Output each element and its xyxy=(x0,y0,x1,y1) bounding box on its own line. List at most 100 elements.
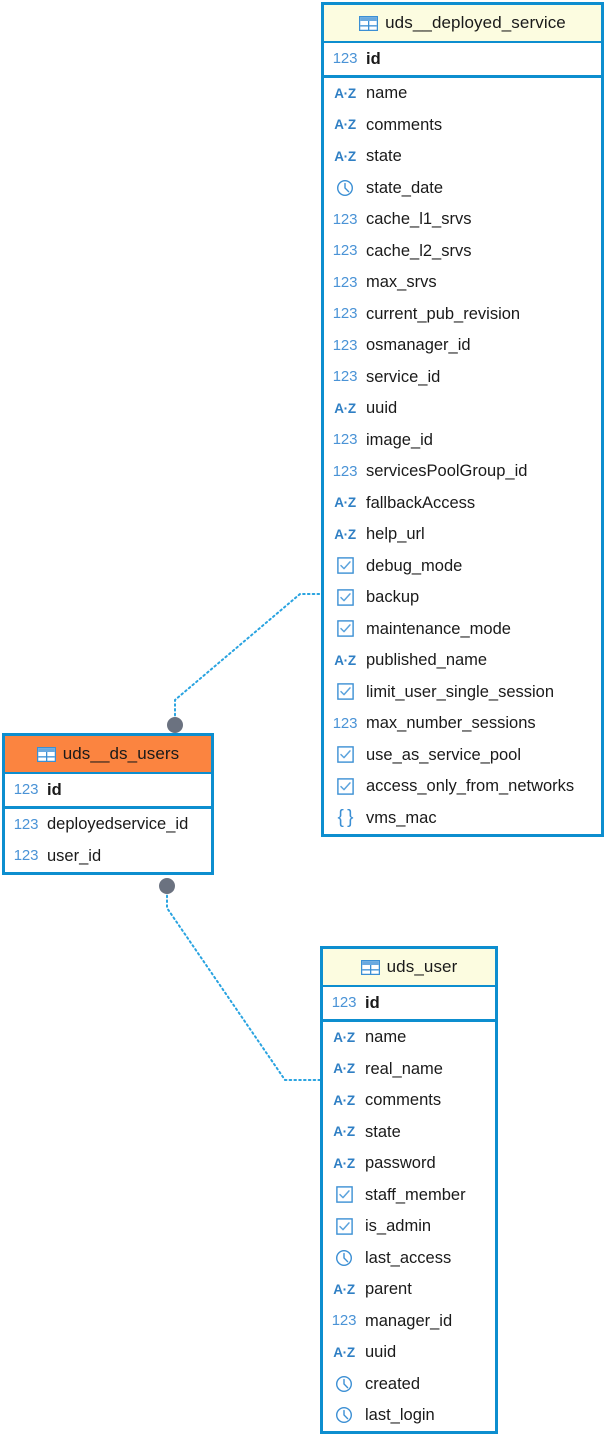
relationship-endpoint-dot xyxy=(159,878,175,894)
table-name: uds__ds_users xyxy=(62,744,180,763)
field-row[interactable]: 123 current_pub_revision xyxy=(324,298,601,330)
text-az-icon: A·Z xyxy=(334,526,356,542)
checkbox-icon xyxy=(331,1216,357,1236)
field-row[interactable]: backup xyxy=(324,582,601,614)
field-name: comments xyxy=(366,115,443,134)
text-az-icon: A·Z xyxy=(334,400,356,416)
field-name: backup xyxy=(366,588,420,606)
field-name: fallbackAccess xyxy=(366,493,476,512)
field-name: service_id xyxy=(366,367,441,386)
checkbox-icon xyxy=(332,682,358,702)
number-123-icon: 123 xyxy=(13,847,39,865)
field-name: id xyxy=(47,780,62,799)
field-name: access_only_from_networks xyxy=(366,777,575,795)
text-az-icon: A·Z xyxy=(334,148,356,164)
relationship-ds_users-to-deployed_service xyxy=(167,593,323,733)
field-row[interactable]: maintenance_mode xyxy=(324,613,601,645)
field-name: help_url xyxy=(366,525,425,543)
field-name: published_name xyxy=(366,651,488,669)
number-123-icon: 123 xyxy=(332,368,358,386)
field-name: state xyxy=(366,147,402,165)
field-row[interactable]: last_login xyxy=(323,1400,495,1432)
number-123-icon: 123 xyxy=(13,781,39,799)
field-row[interactable]: { }vms_mac xyxy=(324,802,601,834)
field-name: last_access xyxy=(365,1248,452,1267)
field-name: manager_id xyxy=(365,1311,453,1330)
checkbox-icon xyxy=(332,556,358,576)
clock-icon xyxy=(332,178,358,198)
field-name: osmanager_id xyxy=(366,336,471,354)
field-row[interactable]: staff_member xyxy=(323,1179,495,1211)
field-name: cache_l1_srvs xyxy=(366,210,472,228)
field-name: maintenance_mode xyxy=(366,619,511,638)
field-row[interactable]: state_date xyxy=(324,172,601,204)
field-name: current_pub_revision xyxy=(366,304,521,323)
field-name: name xyxy=(366,84,408,102)
field-row[interactable]: A·Z published_name xyxy=(324,645,601,677)
field-name: uuid xyxy=(365,1343,397,1361)
field-row[interactable]: 123 deployedservice_id xyxy=(5,809,211,841)
field-row[interactable]: use_as_service_pool xyxy=(324,739,601,771)
field-row[interactable]: A·Z help_url xyxy=(324,519,601,551)
field-row[interactable]: access_only_from_networks xyxy=(324,771,601,803)
field-row[interactable]: A·Z uuid xyxy=(323,1337,495,1369)
text-az-icon: A·Z xyxy=(333,1092,355,1108)
clock-icon xyxy=(331,1248,357,1268)
table-header[interactable]: uds_user xyxy=(323,949,495,987)
field-row[interactable]: created xyxy=(323,1368,495,1400)
field-row[interactable]: 123 service_id xyxy=(324,361,601,393)
field-row[interactable]: A·Z state xyxy=(324,141,601,173)
number-123-icon: 123 xyxy=(13,815,39,833)
number-123-icon: 123 xyxy=(332,431,358,449)
field-row[interactable]: debug_mode xyxy=(324,550,601,582)
field-row[interactable]: 123 max_number_sessions xyxy=(324,708,601,740)
er-table-uds--ds-users[interactable]: uds__ds_users 123 id 123 deployedservice_i… xyxy=(2,733,214,875)
number-123-icon: 123 xyxy=(332,462,358,480)
field-name: cache_l2_srvs xyxy=(366,241,472,260)
primary-key-row[interactable]: 123 id xyxy=(5,774,211,806)
field-row[interactable]: is_admin xyxy=(323,1211,495,1243)
text-az-icon: A·Z xyxy=(333,1124,355,1139)
number-123-icon: 123 xyxy=(332,305,358,323)
field-name: id xyxy=(366,49,381,68)
table-header[interactable]: uds__ds_users xyxy=(5,736,211,774)
table-header[interactable]: uds__deployed_service xyxy=(324,5,601,43)
relationship-line xyxy=(166,885,321,1081)
field-name: deployedservice_id xyxy=(47,815,189,833)
text-az-icon: A·Z xyxy=(334,652,356,668)
braces-icon: { } xyxy=(337,807,354,829)
checkbox-icon xyxy=(332,776,358,796)
number-123-icon: 123 xyxy=(332,714,358,732)
number-123-icon: 123 xyxy=(331,994,357,1012)
clock-icon xyxy=(331,1405,357,1425)
text-az-icon: A·Z xyxy=(333,1344,355,1360)
table-grid-icon xyxy=(360,959,380,975)
field-name: staff_member xyxy=(365,1185,466,1204)
field-row[interactable]: last_access xyxy=(323,1242,495,1274)
field-row[interactable]: limit_user_single_session xyxy=(324,676,601,708)
field-name: max_number_sessions xyxy=(366,714,536,732)
